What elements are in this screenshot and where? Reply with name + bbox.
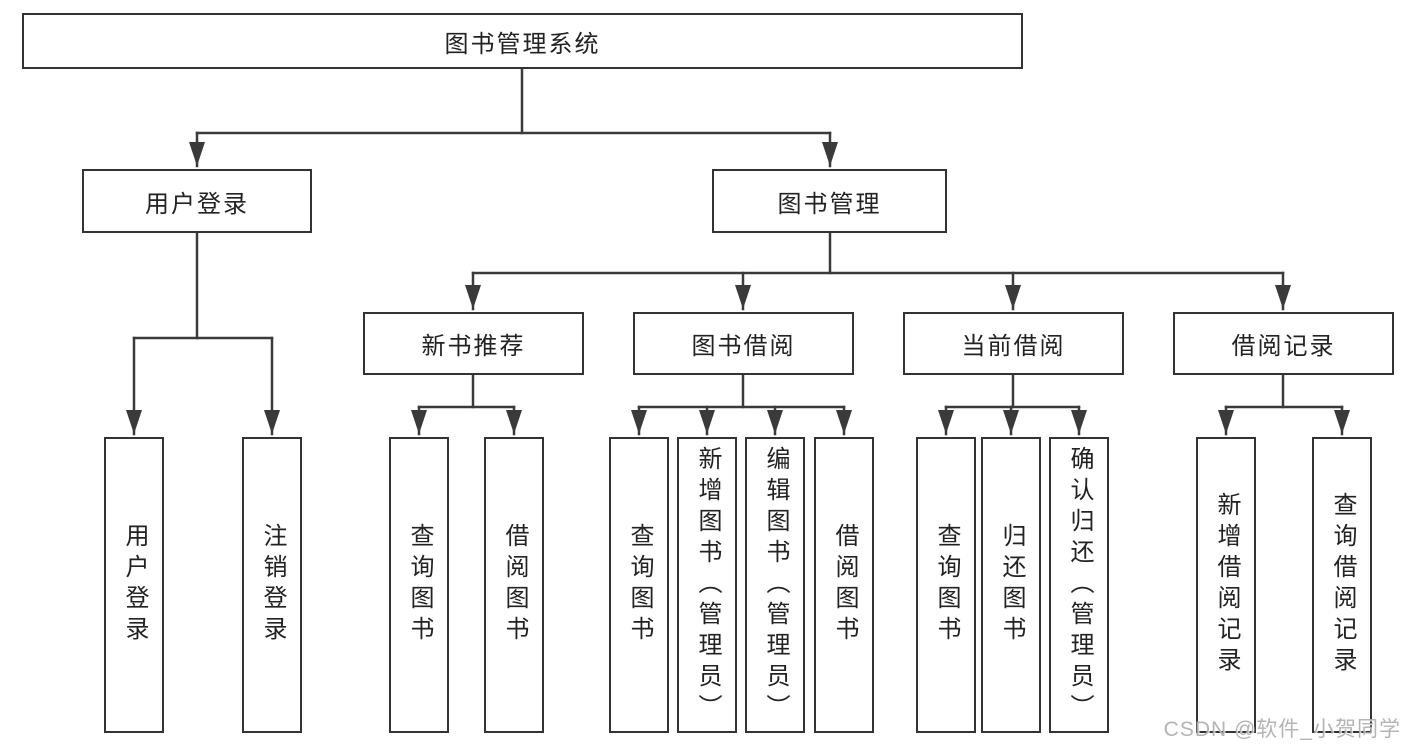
node-book-borrow-label: 图书借阅 [691, 333, 796, 360]
leaf-current-confirm-return-admin-label: 确认归还（管理员） [1066, 445, 1093, 725]
node-book-borrow: 图书借阅 [633, 312, 854, 375]
root-node: 图书管理系统 [22, 13, 1023, 69]
node-new-book-recommend: 新书推荐 [363, 312, 584, 375]
leaf-borrow-add-books-admin: 新增图书（管理员） [677, 437, 737, 733]
node-user-login: 用户登录 [82, 169, 312, 233]
leaf-current-confirm-return-admin: 确认归还（管理员） [1049, 437, 1109, 733]
leaf-recommend-query-books-label: 查询图书 [406, 523, 433, 647]
node-borrow-records: 借阅记录 [1173, 312, 1394, 375]
leaf-records-add-record: 新增借阅记录 [1196, 437, 1256, 733]
leaf-records-add-record-label: 新增借阅记录 [1213, 492, 1240, 678]
leaf-recommend-borrow-books: 借阅图书 [484, 437, 544, 733]
leaf-borrow-borrow-books: 借阅图书 [814, 437, 874, 733]
leaf-current-query-books: 查询图书 [916, 437, 976, 733]
leaf-borrow-query-books: 查询图书 [609, 437, 669, 733]
node-book-management-label: 图书管理 [777, 190, 882, 218]
root-node-label: 图书管理系统 [444, 30, 601, 58]
leaf-recommend-borrow-books-label: 借阅图书 [501, 523, 528, 647]
leaf-logout: 注销登录 [242, 437, 302, 733]
node-borrow-records-label: 借阅记录 [1231, 333, 1336, 360]
leaf-current-return-books-label: 归还图书 [998, 523, 1025, 647]
leaf-records-query-record: 查询借阅记录 [1312, 437, 1372, 733]
leaf-borrow-query-books-label: 查询图书 [626, 523, 653, 647]
node-user-login-label: 用户登录 [145, 190, 249, 218]
node-new-book-recommend-label: 新书推荐 [421, 333, 526, 360]
leaf-logout-label: 注销登录 [259, 523, 286, 647]
node-current-borrow: 当前借阅 [903, 312, 1124, 375]
leaf-current-return-books: 归还图书 [981, 437, 1041, 733]
node-current-borrow-label: 当前借阅 [961, 333, 1066, 360]
leaf-borrow-borrow-books-label: 借阅图书 [831, 523, 858, 647]
leaf-recommend-query-books: 查询图书 [389, 437, 449, 733]
leaf-user-login: 用户登录 [104, 437, 164, 733]
leaf-borrow-edit-books-admin-label: 编辑图书（管理员） [762, 445, 789, 725]
node-book-management: 图书管理 [712, 169, 947, 233]
leaf-records-query-record-label: 查询借阅记录 [1329, 492, 1356, 678]
leaf-borrow-add-books-admin-label: 新增图书（管理员） [694, 445, 721, 725]
leaf-user-login-label: 用户登录 [121, 523, 148, 647]
leaf-borrow-edit-books-admin: 编辑图书（管理员） [745, 437, 805, 733]
watermark: CSDN @软件_小贺同学 [1163, 718, 1401, 741]
leaf-current-query-books-label: 查询图书 [933, 523, 960, 647]
